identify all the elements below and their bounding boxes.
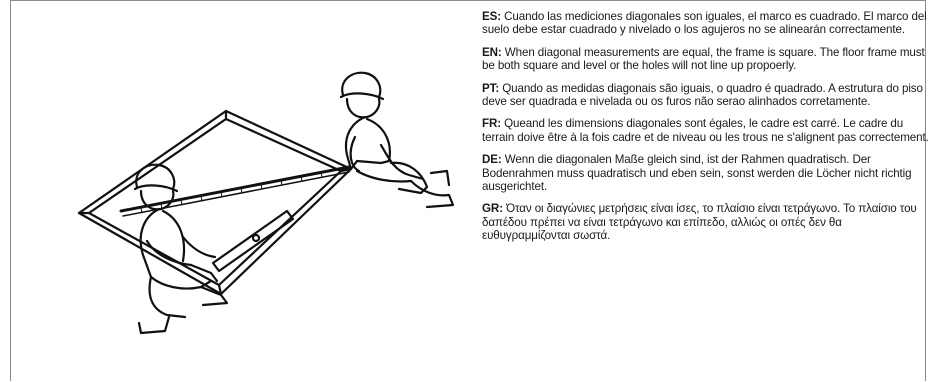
instruction-text-fr: Queand les dimensions diagonales sont ég… (482, 117, 929, 144)
instruction-pt: PT: Quando as medidas diagonais são igua… (482, 82, 932, 109)
language-code-pt: PT: (482, 81, 500, 95)
instruction-text-gr: Όταν οι διαγώνιες μετρήσεις είναι ίσες, … (482, 202, 917, 243)
instruction-text-column: ES: Cuando las mediciones diagonales son… (482, 10, 932, 252)
instruction-text-es: Cuando las mediciones diagonales son igu… (482, 10, 927, 37)
spirit-level (211, 209, 295, 273)
two-workers-measuring-frame-diagonal-icon (51, 41, 471, 361)
worker-left (133, 163, 229, 335)
instruction-en: EN: When diagonal measurements are equal… (482, 46, 932, 73)
instruction-fr: FR: Queand les dimensions diagonales son… (482, 117, 932, 144)
language-code-de: DE: (482, 153, 502, 167)
instruction-gr: GR: Όταν οι διαγώνιες μετρήσεις είναι ίσ… (482, 202, 932, 242)
language-code-en: EN: (482, 45, 502, 59)
worker-right (339, 71, 455, 209)
instruction-de: DE: Wenn die diagonalen Maße gleich sind… (482, 153, 932, 193)
instruction-text-en: When diagonal measurements are equal, th… (482, 45, 925, 73)
language-code-fr: FR: (482, 117, 502, 131)
language-code-es: ES: (482, 10, 502, 23)
instruction-text-de: Wenn die diagonalen Maße gleich sind, is… (482, 153, 912, 194)
language-code-gr: GR: (482, 202, 503, 216)
instruction-panel: ES: Cuando las mediciones diagonales son… (10, 0, 929, 381)
instruction-es: ES: Cuando las mediciones diagonales son… (482, 10, 932, 37)
instruction-text-pt: Quando as medidas diagonais são iguais, … (482, 81, 923, 109)
